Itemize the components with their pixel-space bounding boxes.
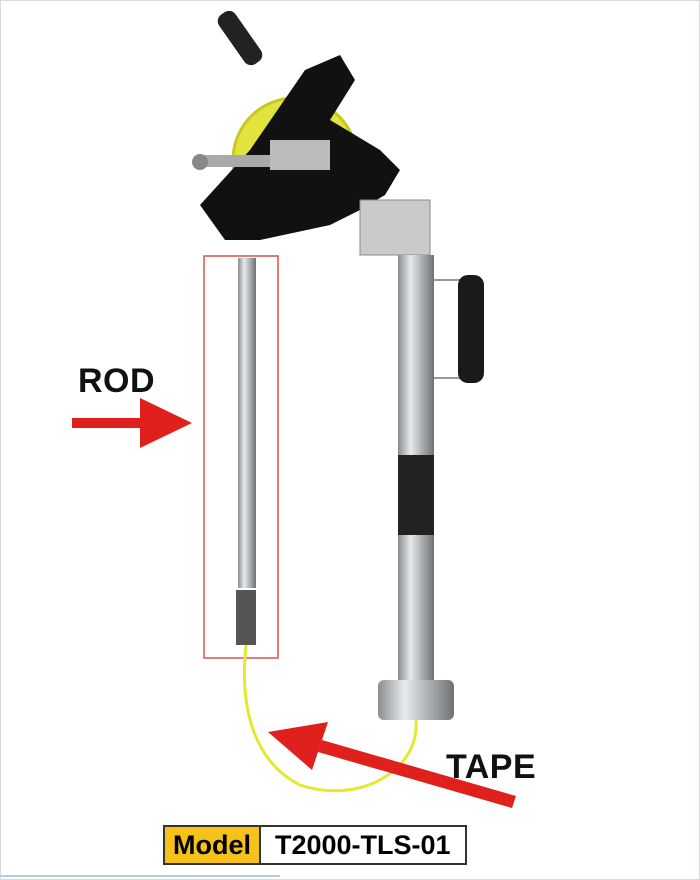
tape-arrow	[268, 722, 516, 808]
rod-tip	[236, 590, 256, 645]
model-badge: Model T2000-TLS-01	[163, 825, 467, 865]
model-label: Model	[165, 827, 261, 863]
measuring-rod	[238, 258, 256, 588]
tape-label: TAPE	[446, 748, 537, 786]
side-handle	[434, 275, 484, 383]
model-value: T2000-TLS-01	[261, 827, 465, 863]
rod-label: ROD	[78, 362, 156, 400]
rod-arrow	[72, 398, 192, 448]
reel-frame	[192, 10, 400, 240]
measuring-tape	[242, 644, 418, 793]
rod-highlight-box	[203, 255, 279, 659]
divider-line	[0, 875, 280, 877]
pole-logo-band	[398, 455, 434, 535]
pole-base	[378, 680, 454, 720]
mount-bracket	[359, 199, 431, 256]
